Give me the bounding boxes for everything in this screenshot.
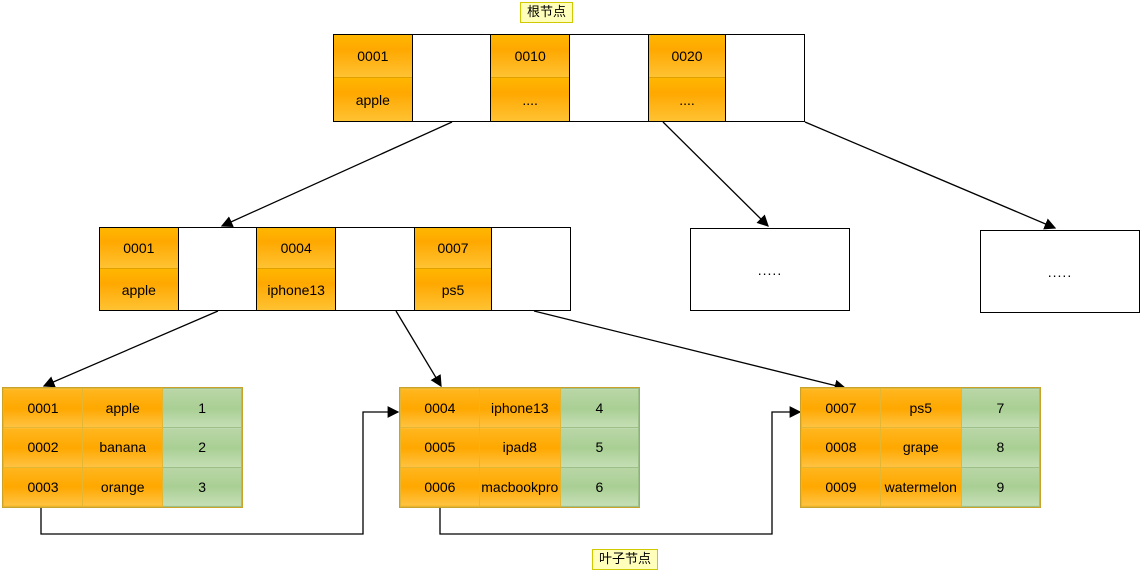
root-entry-2[interactable]: 0020 ....: [648, 35, 727, 121]
leaf-2-row-2-id: 0006: [400, 466, 480, 508]
root-pointer-1[interactable]: [570, 35, 649, 121]
leaf-node-2[interactable]: 0004 iphone13 4 0005 ipad8 5 0006 macboo…: [399, 387, 640, 508]
internal-node-right[interactable]: .....: [980, 230, 1140, 313]
internal-left-entry-1-key: 0004: [257, 228, 336, 269]
internal-left-entry-2-key: 0007: [414, 228, 492, 269]
leaf-node-label: 叶子节点: [592, 549, 659, 570]
leaf-3-row-0-value: ps5: [879, 387, 962, 429]
root-entry-2-key: 0020: [648, 35, 726, 78]
leaf-3-row-0-id: 0007: [801, 387, 881, 429]
internal-left-entry-2-value: ps5: [414, 269, 492, 310]
leaf-1-row-2-id: 0003: [2, 466, 84, 508]
leaf-3-row-2-id: 0009: [801, 466, 881, 508]
internal-left-entry-0-value: apple: [100, 269, 178, 310]
internal-left-entry-1-value: iphone13: [257, 269, 336, 310]
internal-left-entry-2[interactable]: 0007 ps5: [414, 228, 493, 310]
table-row[interactable]: 0002 banana 2: [2, 427, 242, 468]
leaf-2-row-1-id: 0005: [400, 427, 480, 468]
table-row[interactable]: 0003 orange 3: [2, 466, 242, 508]
root-entry-0-key: 0001: [334, 35, 412, 78]
root-node-label: 根节点: [520, 2, 574, 23]
internal-left-entry-1[interactable]: 0004 iphone13: [257, 228, 337, 310]
leaf-1-row-1-data: 2: [162, 427, 242, 468]
table-row[interactable]: 0006 macbookpro 6: [400, 466, 640, 508]
root-node[interactable]: 0001 apple 0010 .... 0020 ....: [333, 34, 805, 122]
edge-internal-to-leaf-2: [395, 310, 442, 388]
edge-internal-to-leaf-1: [42, 310, 219, 388]
edge-root-to-internal-middle: [662, 121, 769, 227]
leaf-2-row-0-value: iphone13: [478, 387, 561, 429]
leaf-3-row-2-value: watermelon: [879, 466, 962, 508]
table-row[interactable]: 0001 apple 1: [2, 387, 242, 429]
table-row[interactable]: 0004 iphone13 4: [400, 387, 640, 429]
leaf-1-row-0-id: 0001: [2, 387, 84, 429]
root-pointer-2[interactable]: [726, 35, 805, 121]
root-entry-1[interactable]: 0010 ....: [491, 35, 571, 121]
root-entry-2-value: ....: [648, 78, 726, 121]
internal-left-pointer-1[interactable]: [336, 228, 415, 310]
leaf-2-row-2-data: 6: [559, 466, 640, 508]
leaf-1-row-0-value: apple: [82, 387, 164, 429]
root-pointer-0[interactable]: [412, 35, 492, 121]
root-entry-0[interactable]: 0001 apple: [334, 35, 413, 121]
leaf-2-row-0-id: 0004: [400, 387, 480, 429]
internal-left-entry-0[interactable]: 0001 apple: [100, 228, 179, 310]
leaf-2-row-0-data: 4: [559, 387, 640, 429]
table-row[interactable]: 0008 grape 8: [801, 427, 1041, 468]
edge-root-to-internal-right: [804, 121, 1057, 230]
edge-root-to-internal-left: [220, 121, 453, 228]
internal-left-pointer-2[interactable]: [492, 228, 571, 310]
leaf-3-row-0-data: 7: [960, 387, 1041, 429]
leaf-1-row-1-id: 0002: [2, 427, 84, 468]
leaf-3-row-2-data: 9: [960, 466, 1041, 508]
leaf-node-3[interactable]: 0007 ps5 7 0008 grape 8 0009 watermelon …: [800, 387, 1041, 508]
internal-left-pointer-0[interactable]: [178, 228, 258, 310]
internal-left-entry-0-key: 0001: [100, 228, 178, 269]
leaf-2-row-2-value: macbookpro: [478, 466, 561, 508]
root-entry-1-key: 0010: [491, 35, 570, 78]
leaf-node-1[interactable]: 0001 apple 1 0002 banana 2 0003 orange 3: [2, 387, 243, 508]
table-row[interactable]: 0007 ps5 7: [801, 387, 1041, 429]
internal-node-left[interactable]: 0001 apple 0004 iphone13 0007 ps5: [99, 227, 571, 311]
leaf-3-row-1-value: grape: [879, 427, 962, 468]
leaf-1-row-0-data: 1: [162, 387, 242, 429]
edge-internal-to-leaf-3: [533, 310, 847, 392]
leaf-2-row-1-data: 5: [559, 427, 640, 468]
leaf-1-row-1-value: banana: [82, 427, 164, 468]
leaf-1-row-2-value: orange: [82, 466, 164, 508]
table-row[interactable]: 0009 watermelon 9: [801, 466, 1041, 508]
root-entry-0-value: apple: [334, 78, 412, 121]
leaf-1-row-2-data: 3: [162, 466, 242, 508]
leaf-3-row-1-data: 8: [960, 427, 1041, 468]
root-entry-1-value: ....: [491, 78, 570, 121]
leaf-3-row-1-id: 0008: [801, 427, 881, 468]
table-row[interactable]: 0005 ipad8 5: [400, 427, 640, 468]
internal-node-middle[interactable]: .....: [690, 228, 850, 311]
leaf-2-row-1-value: ipad8: [478, 427, 561, 468]
